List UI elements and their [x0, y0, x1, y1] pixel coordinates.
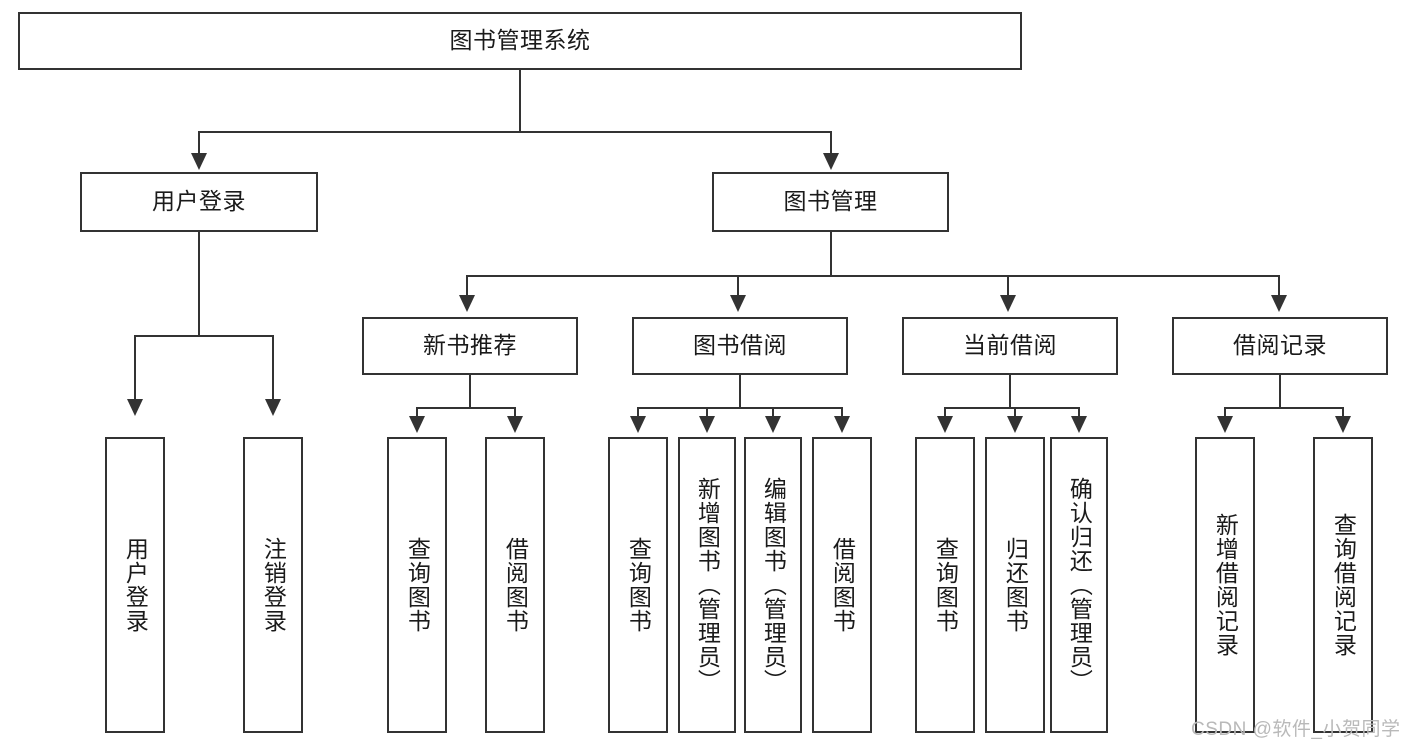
edge-borrow-c2	[706, 407, 708, 419]
leaf-user-logout[interactable]: 注销登录	[243, 437, 303, 733]
arrow-bm-to-rec	[459, 295, 475, 312]
arrow-bm-to-current	[1000, 295, 1016, 312]
leaf-rec-borrow-book[interactable]: 借阅图书	[485, 437, 545, 733]
leaf-current-return-book[interactable]: 归还图书	[985, 437, 1045, 733]
arrow-record-c2	[1335, 416, 1351, 433]
node-borrow-record[interactable]: 借阅记录	[1172, 317, 1388, 375]
edge-root-split	[198, 131, 831, 133]
edge-book-manage-stem	[830, 232, 832, 276]
arrow-bm-to-borrow	[730, 295, 746, 312]
leaf-borrow-query-book[interactable]: 查询图书	[608, 437, 668, 733]
edge-borrow-split	[637, 407, 842, 409]
edge-borrow-c4	[841, 407, 843, 419]
arrow-leaf-user-logout	[265, 399, 281, 416]
edge-user-login-left	[134, 335, 136, 401]
edge-book-manage-split	[466, 275, 1280, 277]
arrow-root-to-user-login	[191, 153, 207, 170]
arrow-borrow-c3	[765, 416, 781, 433]
edge-rec-stem	[469, 375, 471, 408]
arrow-root-to-book-manage	[823, 153, 839, 170]
arrow-borrow-c2	[699, 416, 715, 433]
edge-bm-to-rec	[466, 275, 468, 297]
edge-bm-to-borrow	[737, 275, 739, 297]
edge-current-c2	[1014, 407, 1016, 419]
edge-rec-c2	[514, 407, 516, 419]
edge-bm-to-record	[1278, 275, 1280, 297]
edge-current-stem	[1009, 375, 1011, 408]
edge-borrow-c3	[772, 407, 774, 419]
edge-bm-to-current	[1007, 275, 1009, 297]
node-root[interactable]: 图书管理系统	[18, 12, 1022, 70]
leaf-current-query-book[interactable]: 查询图书	[915, 437, 975, 733]
arrow-current-c3	[1071, 416, 1087, 433]
edge-root-stem	[519, 70, 521, 132]
edge-current-c1	[944, 407, 946, 419]
arrow-borrow-c1	[630, 416, 646, 433]
csdn-watermark: CSDN @软件_小贺同学	[1191, 719, 1401, 740]
arrow-current-c2	[1007, 416, 1023, 433]
edge-root-to-book-manage	[830, 131, 832, 157]
edge-current-split	[944, 407, 1079, 409]
edge-rec-split	[416, 407, 515, 409]
leaf-record-query[interactable]: 查询借阅记录	[1313, 437, 1373, 733]
edge-record-split	[1224, 407, 1343, 409]
node-current-borrow[interactable]: 当前借阅	[902, 317, 1118, 375]
node-user-login[interactable]: 用户登录	[80, 172, 318, 232]
edge-user-login-right	[272, 335, 274, 401]
edge-rec-c1	[416, 407, 418, 419]
arrow-leaf-user-login	[127, 399, 143, 416]
leaf-borrow-lend-book[interactable]: 借阅图书	[812, 437, 872, 733]
node-book-manage[interactable]: 图书管理	[712, 172, 949, 232]
edge-borrow-stem	[739, 375, 741, 408]
node-new-book-rec[interactable]: 新书推荐	[362, 317, 578, 375]
arrow-rec-c1	[409, 416, 425, 433]
edge-root-to-user-login	[198, 131, 200, 157]
arrow-borrow-c4	[834, 416, 850, 433]
edge-current-c3	[1078, 407, 1080, 419]
edge-user-login-stem	[198, 232, 200, 336]
leaf-borrow-edit-book[interactable]: 编辑图书（管理员）	[744, 437, 802, 733]
leaf-rec-query-book[interactable]: 查询图书	[387, 437, 447, 733]
edge-user-login-split	[134, 335, 272, 337]
leaf-record-add[interactable]: 新增借阅记录	[1195, 437, 1255, 733]
arrow-current-c1	[937, 416, 953, 433]
leaf-current-confirm-return[interactable]: 确认归还（管理员）	[1050, 437, 1108, 733]
node-book-borrow[interactable]: 图书借阅	[632, 317, 848, 375]
arrow-bm-to-record	[1271, 295, 1287, 312]
edge-record-c1	[1224, 407, 1226, 419]
leaf-user-login[interactable]: 用户登录	[105, 437, 165, 733]
edge-record-stem	[1279, 375, 1281, 408]
arrow-record-c1	[1217, 416, 1233, 433]
leaf-borrow-add-book[interactable]: 新增图书（管理员）	[678, 437, 736, 733]
edge-record-c2	[1342, 407, 1344, 419]
edge-borrow-c1	[637, 407, 639, 419]
arrow-rec-c2	[507, 416, 523, 433]
